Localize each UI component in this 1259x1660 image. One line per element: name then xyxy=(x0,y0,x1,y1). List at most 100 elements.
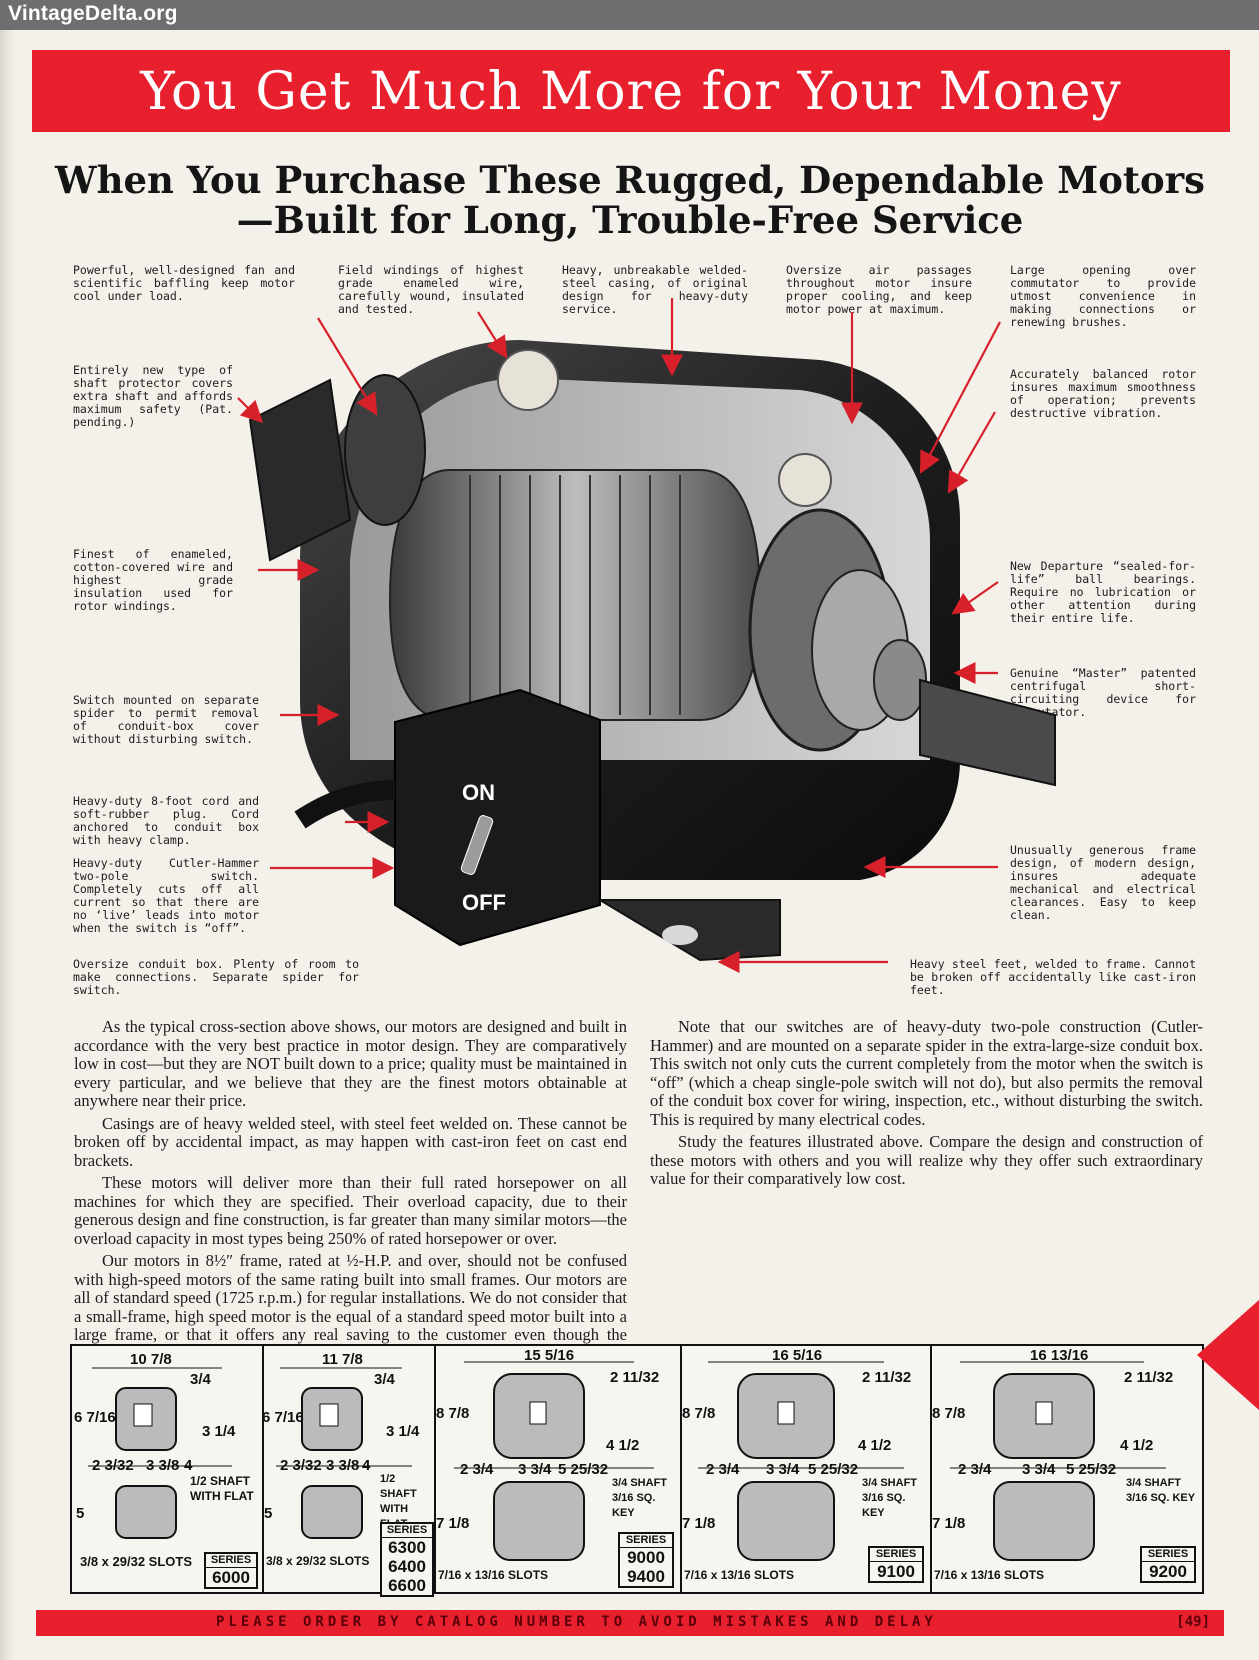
dim-width: 10 7/8 xyxy=(130,1351,172,1368)
callout-conduit-box: Oversize conduit box. Plenty of room to … xyxy=(73,957,359,997)
dim-shaft-height: 4 1/2 xyxy=(1120,1437,1154,1454)
diagram-panel-series-9100: 16 5/16 2 11/32 8 7/8 4 1/2 2 3/4 3 3/4 … xyxy=(680,1346,932,1592)
dim-c: 5 25/32 xyxy=(808,1461,859,1478)
body-paragraph-1: As the typical cross-section above shows… xyxy=(74,1017,627,1110)
dim-width: 16 13/16 xyxy=(1030,1347,1089,1364)
series-label: SERIES xyxy=(382,1524,432,1538)
series-number: 6000 xyxy=(212,1568,250,1587)
foot-slot xyxy=(662,925,698,945)
conduit-box xyxy=(394,688,601,947)
dim-shaft-height: 3 1/4 xyxy=(202,1423,236,1440)
dim-base: 7 1/8 xyxy=(436,1515,470,1532)
dim-a: 2 3/4 xyxy=(958,1461,992,1478)
dim-slots: 3/8 x 29/32 SLOTS xyxy=(80,1554,193,1569)
dim-base: 5 xyxy=(76,1505,85,1522)
dim-height: 6 7/16 xyxy=(74,1409,116,1426)
series-number: 6600 xyxy=(388,1576,426,1595)
dim-a: 2 3/32 xyxy=(280,1457,322,1474)
body-column-right: Note that our switches are of heavy-duty… xyxy=(650,1017,1203,1193)
motor-cutaway-illustration: ON OFF xyxy=(237,298,1056,973)
dim-b: 3 3/8 xyxy=(326,1457,360,1474)
callout-rotor: Accurately balanced rotor insures maximu… xyxy=(1010,367,1196,420)
subtitle-line-2: —Built for Long, Trouble-Free Service xyxy=(236,198,1024,242)
dim-shaft: 3/4 SHAFT 3/16 SQ. KEY xyxy=(862,1477,918,1519)
dim-base: 7 1/8 xyxy=(932,1515,966,1532)
diagram-panel-series-6000: 10 7/8 3/4 6 7/16 3 1/4 2 3/32 3 3/8 4 1… xyxy=(72,1346,264,1592)
series-number: 6300 xyxy=(388,1538,426,1557)
dim-width: 15 5/16 xyxy=(524,1347,575,1364)
callout-shaft-protector: Entirely new type of shaft protector cov… xyxy=(73,363,233,429)
callout-frame: Unusually generous frame design, of mode… xyxy=(1010,843,1196,922)
dim-shaft: 3/4 SHAFT 3/16 SQ. KEY xyxy=(1126,1477,1196,1504)
series-label: SERIES xyxy=(206,1554,256,1568)
dim-base: 7 1/8 xyxy=(682,1515,716,1532)
dim-top: 3/4 xyxy=(190,1371,211,1388)
field-winding-bundle xyxy=(778,453,832,507)
page-edge-shadow xyxy=(0,30,14,1660)
callout-arrows xyxy=(237,298,1001,973)
series-number: 9000 xyxy=(627,1548,665,1567)
site-watermark: VintageDelta.org xyxy=(0,0,1259,30)
diagram-panel-series-6300: 11 7/8 3/4 6 7/16 3 1/4 2 3/32 3 3/8 4 1… xyxy=(262,1346,436,1597)
series-label: SERIES xyxy=(870,1548,922,1562)
toggle-switch-lever xyxy=(460,815,494,875)
dim-a: 2 3/4 xyxy=(706,1461,740,1478)
headline-text: You Get Much More for Your Money xyxy=(140,62,1122,122)
rotor xyxy=(388,469,762,721)
dim-height: 8 7/8 xyxy=(682,1405,716,1422)
page-number: [49] xyxy=(1176,1614,1210,1630)
shaft-protector xyxy=(248,378,352,562)
dim-top: 2 11/32 xyxy=(862,1369,912,1386)
dim-c: 4 xyxy=(184,1457,193,1474)
callout-air-passages: Oversize air passages throughout motor i… xyxy=(786,263,972,316)
series-number: 6400 xyxy=(388,1557,426,1576)
dimension-diagrams-strip: 10 7/8 3/4 6 7/16 3 1/4 2 3/32 3 3/8 4 1… xyxy=(70,1344,1204,1597)
dim-b: 3 3/8 xyxy=(146,1457,180,1474)
dim-slots: 7/16 x 13/16 SLOTS xyxy=(934,1568,1045,1582)
dim-slots: 3/8 x 29/32 SLOTS xyxy=(266,1554,370,1568)
callout-cord: Heavy-duty 8-foot cord and soft-rubber p… xyxy=(73,794,259,847)
dim-height: 6 7/16 xyxy=(262,1409,304,1426)
motor-outline-drawing xyxy=(950,1361,1166,1561)
footer-text: PLEASE ORDER BY CATALOG NUMBER TO AVOID … xyxy=(216,1614,937,1630)
dim-c: 4 xyxy=(362,1457,371,1474)
series-label: SERIES xyxy=(1142,1548,1194,1562)
diagram-panel-series-9000: 15 5/16 2 11/32 8 7/8 4 1/2 2 3/4 3 3/4 … xyxy=(434,1346,682,1592)
dim-slots: 7/16 x 13/16 SLOTS xyxy=(684,1568,795,1582)
callout-rotor-windings: Finest of enameled, cotton-covered wire … xyxy=(73,547,233,613)
motor-outline-drawing xyxy=(88,1367,232,1539)
body-paragraph-3: These motors will deliver more than thei… xyxy=(74,1173,627,1248)
callout-field-windings: Field windings of highest grade enameled… xyxy=(338,263,524,316)
rotor-slots xyxy=(469,475,681,715)
dim-top: 3/4 xyxy=(374,1371,395,1388)
motor-outline-drawing xyxy=(698,1361,904,1561)
series-number: 9100 xyxy=(877,1562,915,1581)
dim-b: 3 3/4 xyxy=(518,1461,552,1478)
dim-slots: 7/16 x 13/16 SLOTS xyxy=(438,1568,549,1582)
series-number: 9400 xyxy=(627,1567,665,1586)
series-box: SERIES 6300 6400 6600 xyxy=(380,1522,434,1597)
dim-b: 3 3/4 xyxy=(766,1461,800,1478)
body-column-left: As the typical cross-section above shows… xyxy=(74,1017,627,1367)
site-watermark-text: VintageDelta.org xyxy=(8,2,178,25)
field-winding-bundle xyxy=(497,349,559,411)
callout-casing: Heavy, unbreakable welded-steel casing, … xyxy=(562,263,748,316)
dim-shaft: 1/2 SHAFT WITH FLAT xyxy=(190,1474,254,1503)
headline-banner: You Get Much More for Your Money xyxy=(32,50,1230,132)
motor-outline-drawing xyxy=(276,1367,412,1539)
fan-end-bracket xyxy=(344,374,426,526)
dim-shaft-height: 4 1/2 xyxy=(858,1437,892,1454)
callout-switch-spider: Switch mounted on separate spider to per… xyxy=(73,693,259,746)
series-number: 9200 xyxy=(1149,1562,1187,1581)
callout-commutator-opening: Large opening over commutator to provide… xyxy=(1010,263,1196,329)
switch-on-label: ON xyxy=(462,780,495,805)
callout-steel-feet: Heavy steel feet, welded to frame. Canno… xyxy=(910,957,1196,997)
body-paragraph-4: Our motors in 8½″ frame, rated at ½-H.P.… xyxy=(74,1251,627,1362)
dim-height: 8 7/8 xyxy=(436,1405,470,1422)
series-box: SERIES 6000 xyxy=(204,1552,258,1589)
dim-height: 8 7/8 xyxy=(932,1405,966,1422)
dim-b: 3 3/4 xyxy=(1022,1461,1056,1478)
dim-base: 5 xyxy=(264,1505,273,1522)
dim-a: 2 3/4 xyxy=(460,1461,494,1478)
series-box: SERIES 9100 xyxy=(868,1546,924,1583)
